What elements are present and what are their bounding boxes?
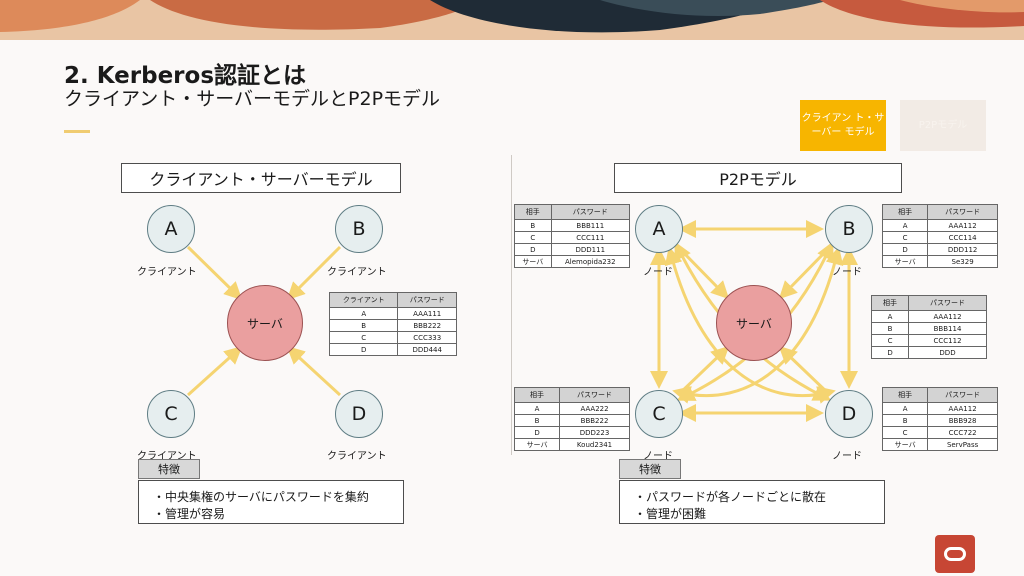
p2p-label-c: ノード — [643, 451, 673, 462]
page-title: 2. Kerberos認証とは — [64, 63, 307, 89]
p2p-node-b: B — [825, 205, 873, 253]
client-label-a: クライアント — [137, 267, 197, 278]
arrow-b-server — [286, 245, 342, 301]
accent-bar — [64, 130, 90, 133]
section-title-p2p: P2Pモデル — [614, 163, 902, 193]
feature-line: ・パスワードが各ノードごとに散在 — [634, 490, 827, 504]
arrow-pb-pc-outer — [672, 246, 844, 404]
client-node-b: B — [335, 205, 383, 253]
p2p-node-d: D — [825, 390, 873, 438]
feature-box-right: ・パスワードが各ノードごとに散在 ・管理が困難 — [619, 480, 885, 524]
client-label-b: クライアント — [327, 267, 387, 278]
client-node-a: A — [147, 205, 195, 253]
feature-line: ・中央集権のサーバにパスワードを集約 — [153, 490, 369, 504]
page-subtitle: クライアント・サーバーモデルとP2Pモデル — [64, 88, 441, 110]
tab-client-server[interactable]: クライアン ト・サーバー モデル — [800, 100, 886, 151]
server-node: サーバ — [227, 285, 303, 361]
section-title-client-server: クライアント・サーバーモデル — [121, 163, 401, 193]
feature-line: ・管理が容易 — [153, 507, 226, 521]
p2p-label-a: ノード — [643, 267, 673, 278]
divider — [511, 155, 512, 455]
p2p-node-c: C — [635, 390, 683, 438]
p2p-server-node: サーバ — [716, 285, 792, 361]
feature-box-left: ・中央集権のサーバにパスワードを集約 ・管理が容易 — [138, 480, 404, 524]
arrow-d-server — [286, 345, 342, 397]
feature-tab-right: 特徴 — [619, 459, 681, 479]
p2p-label-d: ノード — [832, 451, 862, 462]
tab-p2p[interactable]: P2Pモデル — [900, 100, 986, 151]
oracle-logo-icon — [935, 535, 975, 573]
decorative-banner — [0, 0, 1024, 40]
p2p-label-b: ノード — [832, 267, 862, 278]
p2p-node-a: A — [635, 205, 683, 253]
arrow-a-server — [186, 245, 243, 301]
client-label-c: クライアント — [137, 451, 197, 462]
feature-tab-left: 特徴 — [138, 459, 200, 479]
client-node-c: C — [147, 390, 195, 438]
client-label-d: クライアント — [327, 451, 387, 462]
client-node-d: D — [335, 390, 383, 438]
feature-line: ・管理が困難 — [634, 507, 707, 521]
arrow-c-server — [186, 345, 243, 397]
